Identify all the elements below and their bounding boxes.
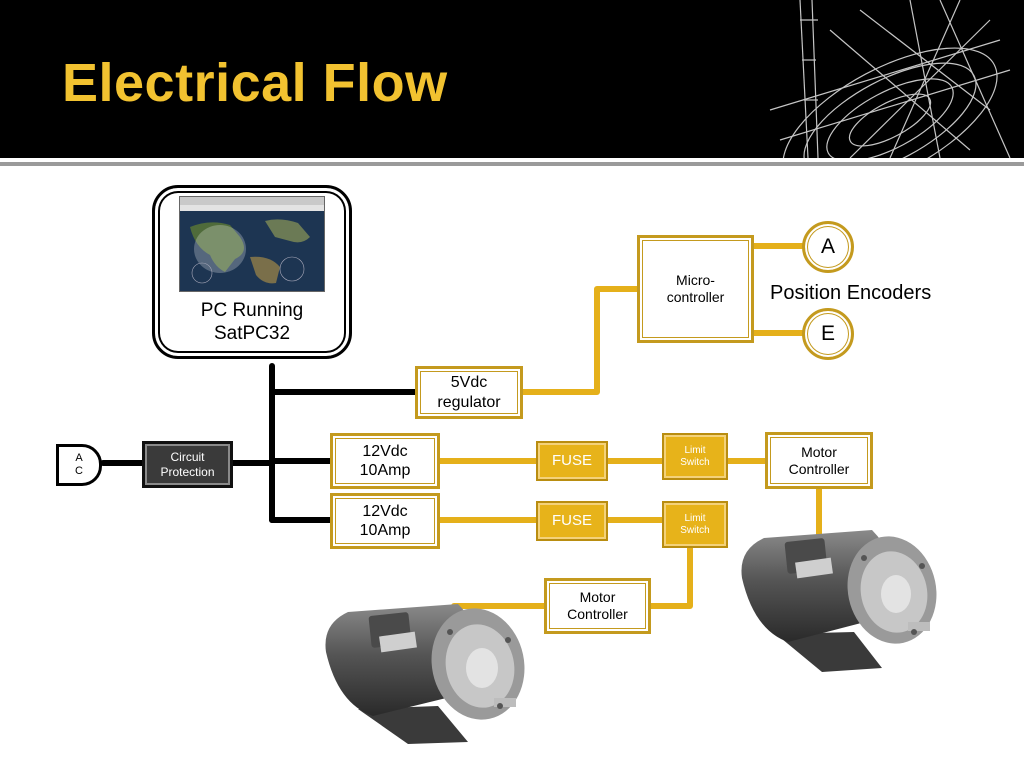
limit-switch-bottom-box: Limit Switch <box>662 501 728 548</box>
ac-plug-line1: A <box>75 451 83 464</box>
encoder-e-label: E <box>820 322 835 345</box>
supply-top-line2: 10Amp <box>359 462 411 479</box>
supply-top-line1: 12Vdc <box>362 442 408 460</box>
dc-motor-icon <box>741 530 937 672</box>
wire-regulator-micro <box>520 286 640 395</box>
header-rule <box>0 158 1024 162</box>
position-encoders-label: Position Encoders <box>770 282 932 304</box>
pc-label-line1: PC Running <box>200 300 304 321</box>
satellite-dish-icon <box>769 0 1011 158</box>
satpc32-screenshot <box>179 196 325 292</box>
motor-controller-left-line2: Controller <box>567 606 628 622</box>
supply-bottom-line2: 10Amp <box>359 522 411 539</box>
fuse-top-box: FUSE <box>536 441 608 481</box>
fuse-bottom-label: FUSE <box>551 512 592 529</box>
motor-controller-left-box: Motor Controller <box>544 578 651 634</box>
limit-switch-top-line1: Limit <box>684 444 706 456</box>
encoder-a-label: A <box>820 235 835 258</box>
supply-bottom-box: 12Vdc 10Amp <box>330 493 440 549</box>
microcontroller-line1: Micro- <box>676 272 715 289</box>
microcontroller-box: Micro- controller <box>637 235 754 343</box>
fuse-bottom-box: FUSE <box>536 501 608 541</box>
supply-bottom-line1: 12Vdc <box>362 502 408 520</box>
motor-controller-right-line2: Controller <box>788 460 850 477</box>
limit-switch-top-box: Limit Switch <box>662 433 728 480</box>
limit-switch-top-line2: Switch <box>680 456 710 468</box>
microcontroller-line2: controller <box>666 289 725 305</box>
pc-label: PC Running SatPC32 <box>201 300 303 346</box>
supply-top-box: 12Vdc 10Amp <box>330 433 440 489</box>
circuit-protection-line1: Circuit <box>170 450 205 465</box>
fuse-top-label: FUSE <box>551 452 592 469</box>
encoder-e-circle: E <box>802 308 854 360</box>
title-bar: Electrical Flow <box>0 0 1024 158</box>
limit-switch-bottom-line2: Switch <box>680 524 710 536</box>
regulator-line2: regulator <box>437 393 501 411</box>
regulator-5v-box: 5Vdc regulator <box>415 366 523 419</box>
circuit-protection-box: Circuit Protection <box>142 441 233 488</box>
pc-label-line2: SatPC32 <box>213 322 291 344</box>
encoder-a-circle: A <box>802 221 854 273</box>
regulator-line1: 5Vdc <box>450 374 488 392</box>
motor-controller-left-line1: Motor <box>579 589 616 606</box>
ac-plug: A C <box>56 444 102 486</box>
pc-box: PC Running SatPC32 <box>152 185 352 359</box>
dc-motor-icon <box>325 604 525 744</box>
motor-controller-right-line1: Motor <box>801 443 837 460</box>
wire-switch-mc-bottom <box>648 545 693 609</box>
circuit-protection-line2: Protection <box>160 464 215 479</box>
ac-plug-line2: C <box>75 465 83 477</box>
header-rule-shadow <box>0 162 1024 166</box>
motor-controller-right-box: Motor Controller <box>765 432 873 489</box>
page-title: Electrical Flow <box>62 53 448 113</box>
limit-switch-bottom-line1: Limit <box>684 512 706 524</box>
